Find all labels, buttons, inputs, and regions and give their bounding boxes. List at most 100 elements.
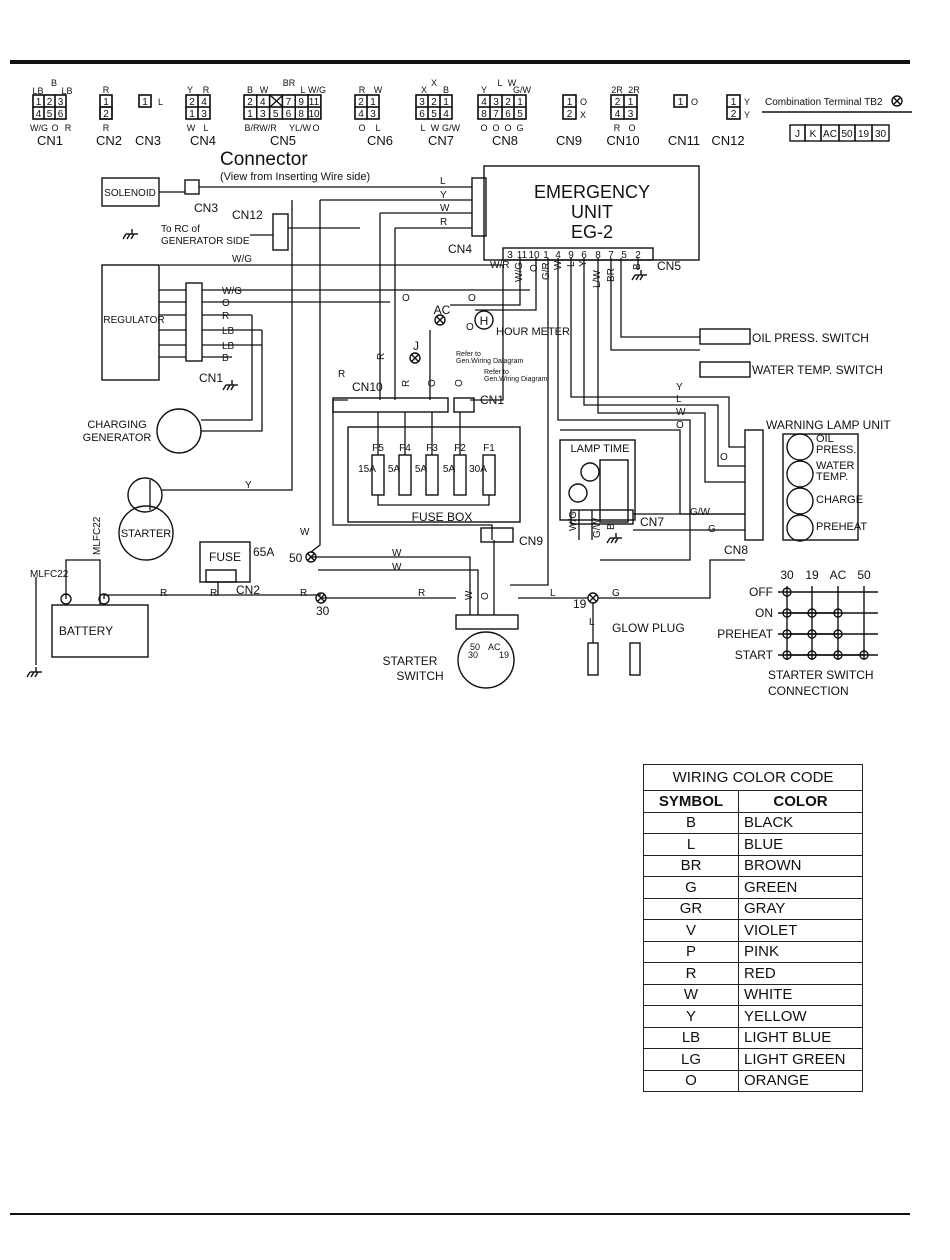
- switch-row-label: START: [735, 648, 774, 662]
- pin-number: 4: [481, 97, 487, 108]
- wire-code-label: W: [464, 590, 475, 600]
- ground-hatch: [130, 233, 135, 240]
- cn9-block: [480, 527, 514, 543]
- wire-code: O: [504, 123, 511, 133]
- ground-hatch: [26, 671, 31, 678]
- junction-19: [587, 592, 599, 604]
- wire-code-label: G: [708, 524, 716, 535]
- cn5-tag: CN5: [657, 259, 681, 273]
- ground-symbol: [631, 270, 647, 281]
- wire-code: W: [374, 85, 383, 95]
- top-rule: [10, 60, 910, 64]
- pin-number: 5: [273, 109, 279, 120]
- color-name: BROWN: [738, 854, 863, 877]
- pin-number: 1: [103, 97, 109, 108]
- fuse-element: [371, 454, 385, 496]
- pin-number: 5: [621, 250, 627, 261]
- wire-code-label: W: [392, 548, 402, 559]
- sw-term: 50: [470, 642, 480, 652]
- cn10-tag: CN10: [352, 380, 383, 394]
- symbol-header: SYMBOL: [643, 790, 739, 813]
- wire-code-label: O: [720, 452, 728, 463]
- wire-g: [598, 559, 745, 599]
- regulator-box: [101, 264, 160, 381]
- color-symbol: O: [643, 1069, 739, 1092]
- tb2-cell-label: J: [795, 129, 800, 140]
- starter-switch: [457, 631, 515, 689]
- ground-hatch: [606, 537, 611, 544]
- wire-code: W/R: [259, 123, 277, 133]
- color-symbol: G: [643, 876, 739, 899]
- pin-number: 4: [555, 250, 561, 261]
- wire-code: X: [431, 78, 437, 88]
- wire-r: [332, 399, 493, 540]
- cn2-tag: CN2: [236, 583, 260, 597]
- connector-cell: [307, 106, 322, 120]
- wire-code: G/W: [442, 123, 461, 133]
- cn1-tag: CN1: [199, 371, 223, 385]
- color-name: GRAY: [738, 897, 863, 920]
- connector-cell: [673, 94, 688, 108]
- battery-label: BATTERY: [59, 624, 113, 638]
- wire-code-label: W/G: [514, 262, 525, 282]
- sw-term: 30: [468, 650, 478, 660]
- color-name: BLUE: [738, 833, 863, 856]
- pin-number: 10: [308, 109, 320, 120]
- pin-number: 2: [47, 97, 53, 108]
- j-junction: [409, 352, 421, 364]
- connector-cell: [513, 106, 527, 120]
- pin-number: 3: [493, 97, 499, 108]
- warning-lamp-label: TEMP.: [816, 471, 848, 483]
- switch-column-label: AC: [830, 568, 847, 582]
- mlfc22-vertical-label: MLFC22: [92, 516, 103, 555]
- wire-code: Y: [744, 97, 750, 107]
- connector-cell: [99, 106, 113, 120]
- wire-l: [583, 258, 745, 467]
- oil-press-switch-label: OIL PRESS. SWITCH: [752, 331, 869, 345]
- wire-code-label: O: [529, 264, 540, 272]
- wire-code: BR: [283, 78, 296, 88]
- tb2-cell-label: K: [810, 129, 817, 140]
- wire-w: [311, 556, 471, 615]
- wire-code-label: O: [454, 379, 465, 387]
- pin-number: 4: [201, 97, 207, 108]
- wire-code: B/R: [244, 123, 260, 133]
- warning-lamp-label: PREHEAT: [816, 521, 867, 533]
- warning-lamp: [786, 460, 814, 488]
- wire-code-label: O: [466, 322, 474, 333]
- wire-code: 2R: [628, 85, 640, 95]
- cn6-label: CN6: [367, 133, 393, 148]
- pin-number: 11: [309, 97, 320, 108]
- wire-code: L/W: [295, 123, 312, 133]
- starter-switch-label: SWITCH: [396, 669, 443, 683]
- wire-r: [201, 315, 253, 421]
- wire-code: L: [203, 123, 208, 133]
- pin-number: 4: [615, 109, 621, 120]
- fuse-element: [398, 454, 412, 496]
- tb2-cell-label: AC: [823, 129, 837, 140]
- switch-column-label: 50: [857, 568, 871, 582]
- cn4-terminal-block: [471, 177, 487, 237]
- hour-meter-h: H: [480, 314, 489, 328]
- color-name: RED: [738, 962, 863, 985]
- warning-lamp: [786, 487, 814, 515]
- wire-code-label: W: [392, 562, 402, 573]
- wire-code: O: [312, 123, 319, 133]
- wire-code-label: R: [401, 380, 412, 387]
- wire-code-label: W: [676, 407, 686, 418]
- connector-cell: [197, 106, 211, 120]
- wire-code: R: [614, 123, 621, 133]
- wire-code-label: G/R: [541, 262, 552, 280]
- pin-number: 5: [431, 109, 437, 120]
- wire-code: G: [516, 123, 523, 133]
- wire-code-label: LB: [222, 326, 235, 337]
- connector-cell: [54, 106, 67, 120]
- pin-number: 6: [286, 109, 292, 120]
- cn7-label: CN7: [428, 133, 454, 148]
- refer-label: Refer to: [456, 351, 481, 358]
- wire-w: [310, 200, 321, 553]
- pin-number: 11: [517, 250, 528, 261]
- wire-code: Y: [289, 123, 295, 133]
